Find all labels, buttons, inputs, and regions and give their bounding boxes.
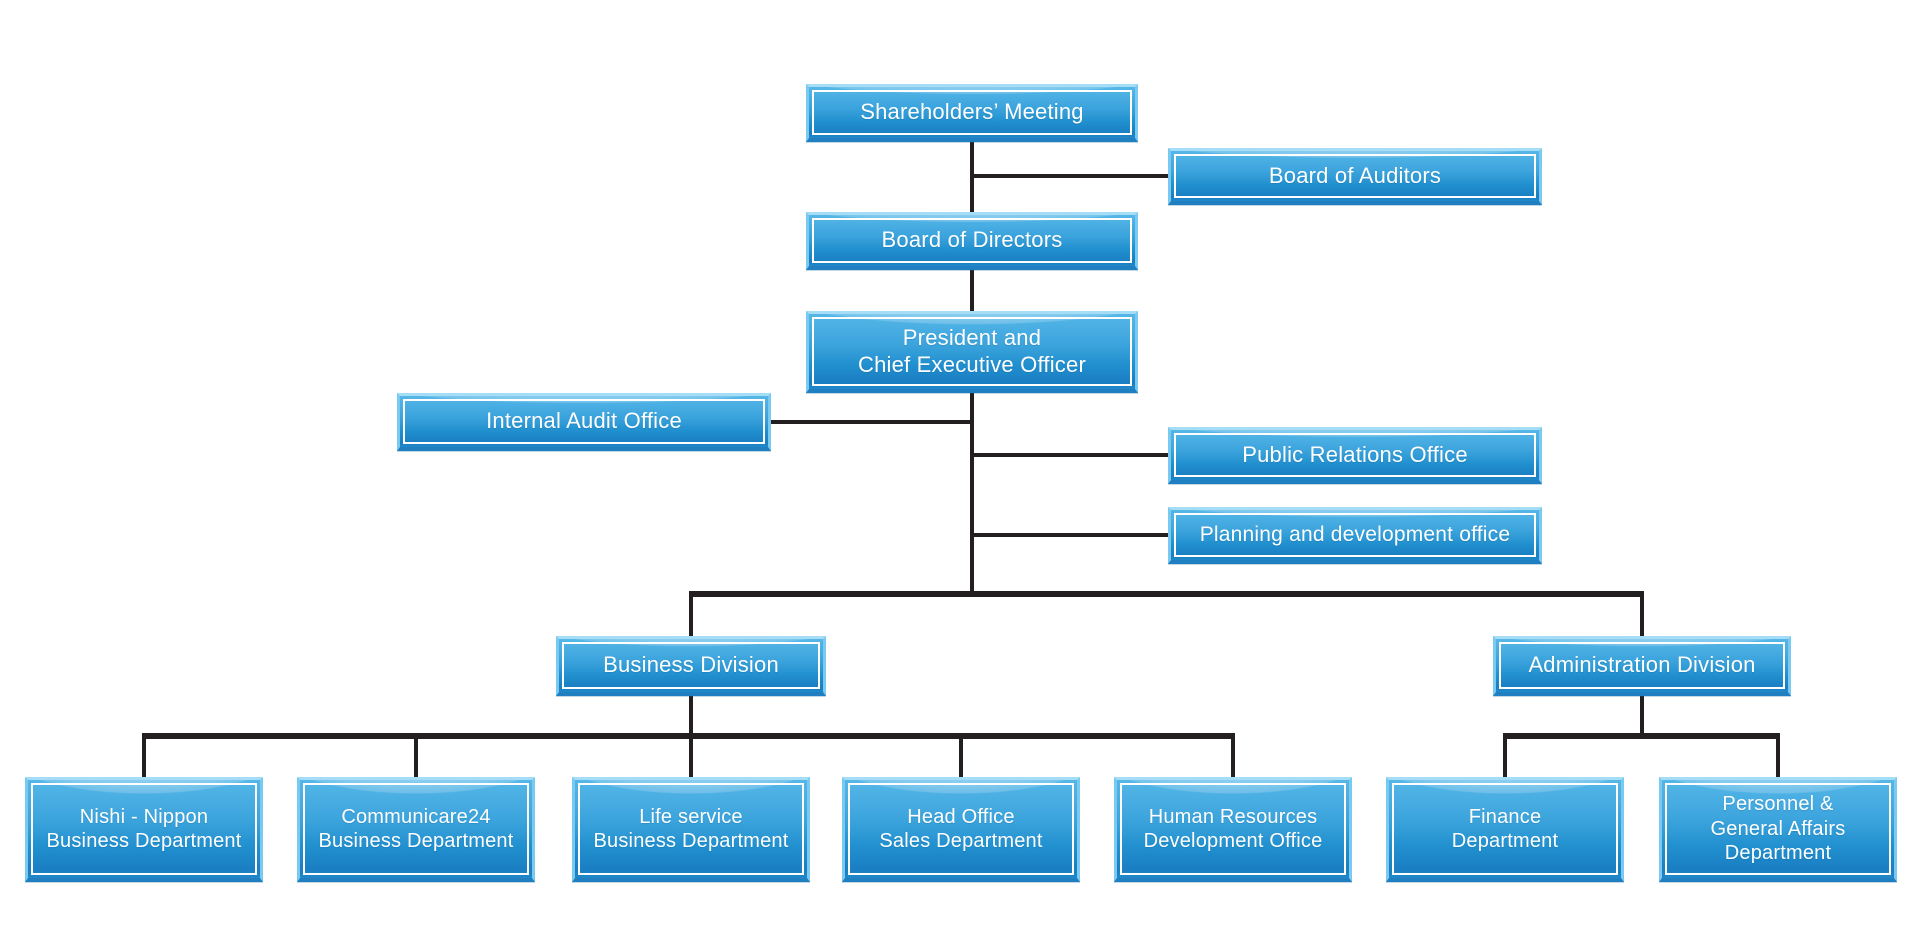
connector-president-spine <box>970 391 974 597</box>
org-node-hr-development: Human Resources Development Office <box>1114 777 1352 882</box>
node-frame: Personnel & General Affairs Department <box>1665 783 1891 875</box>
node-frame: Human Resources Development Office <box>1120 783 1346 875</box>
node-frame: Board of Directors <box>812 218 1132 263</box>
node-label: Administration Division <box>1528 652 1756 678</box>
org-node-planning-development-office: Planning and development office <box>1168 507 1542 564</box>
node-frame: Finance Department <box>1392 783 1618 875</box>
connector-drop-head-office <box>959 735 963 779</box>
node-label: President and Chief Executive Officer <box>858 324 1086 377</box>
connector-auditors-branch <box>970 174 1170 178</box>
node-label: Board of Directors <box>881 227 1063 253</box>
node-label: Shareholders’ Meeting <box>860 99 1084 125</box>
org-node-nishi-nippon: Nishi - Nippon Business Department <box>25 777 263 882</box>
org-node-board-of-auditors: Board of Auditors <box>1168 148 1542 205</box>
org-node-business-division: Business Division <box>556 636 826 696</box>
node-label: Communicare24 Business Department <box>318 805 514 852</box>
connector-drop-life-service <box>689 735 693 779</box>
connector-business-spine <box>689 694 693 737</box>
connector-drop-communicare24 <box>414 735 418 779</box>
connector-drop-nishi-nippon <box>142 735 146 779</box>
node-frame: Head Office Sales Department <box>848 783 1074 875</box>
connector-directors-president <box>970 267 974 313</box>
node-frame: Business Division <box>562 642 820 689</box>
node-frame: Administration Division <box>1499 642 1785 689</box>
org-node-personnel-general-affairs: Personnel & General Affairs Department <box>1659 777 1897 882</box>
connector-drop-personnel <box>1776 735 1780 779</box>
node-frame: Nishi - Nippon Business Department <box>31 783 257 875</box>
connector-admin-rail <box>1503 733 1780 739</box>
node-label: Human Resources Development Office <box>1143 805 1323 852</box>
node-label: Nishi - Nippon Business Department <box>46 805 242 852</box>
org-node-public-relations-office: Public Relations Office <box>1168 427 1542 484</box>
connector-planning-branch <box>970 533 1170 537</box>
connector-drop-finance <box>1503 735 1507 779</box>
node-label: Internal Audit Office <box>486 408 682 434</box>
node-label: Public Relations Office <box>1242 441 1468 467</box>
connector-admin-spine <box>1640 694 1644 737</box>
connector-business-division-drop <box>689 591 693 638</box>
node-label: Personnel & General Affairs Department <box>1710 793 1846 865</box>
connector-admin-division-drop <box>1640 591 1644 638</box>
connector-public-relations-branch <box>970 453 1170 457</box>
node-label: Board of Auditors <box>1268 162 1442 188</box>
node-label: Planning and development office <box>1199 523 1511 547</box>
connector-business-rail <box>142 733 1235 739</box>
org-node-administration-division: Administration Division <box>1493 636 1791 696</box>
org-node-internal-audit-office: Internal Audit Office <box>397 393 771 451</box>
node-frame: Board of Auditors <box>1174 154 1536 198</box>
org-node-communicare24: Communicare24 Business Department <box>297 777 535 882</box>
connector-internal-audit-branch <box>769 420 972 424</box>
node-frame: Internal Audit Office <box>403 399 765 444</box>
org-node-head-office-sales: Head Office Sales Department <box>842 777 1080 882</box>
node-frame: Life service Business Department <box>578 783 804 875</box>
org-node-life-service: Life service Business Department <box>572 777 810 882</box>
node-label: Head Office Sales Department <box>879 805 1043 852</box>
org-node-shareholders-meeting: Shareholders’ Meeting <box>806 84 1138 142</box>
node-frame: Communicare24 Business Department <box>303 783 529 875</box>
node-label: Life service Business Department <box>593 805 789 852</box>
node-label: Business Division <box>603 652 779 678</box>
org-node-board-of-directors: Board of Directors <box>806 212 1138 270</box>
node-frame: Shareholders’ Meeting <box>812 90 1132 135</box>
connector-division-rail <box>689 591 1644 597</box>
org-node-president-ceo: President and Chief Executive Officer <box>806 311 1138 393</box>
node-frame: Public Relations Office <box>1174 433 1536 477</box>
node-frame: Planning and development office <box>1174 513 1536 557</box>
org-node-finance-department: Finance Department <box>1386 777 1624 882</box>
node-frame: President and Chief Executive Officer <box>812 317 1132 386</box>
connector-drop-hr-development <box>1231 735 1235 779</box>
node-label: Finance Department <box>1451 805 1559 852</box>
